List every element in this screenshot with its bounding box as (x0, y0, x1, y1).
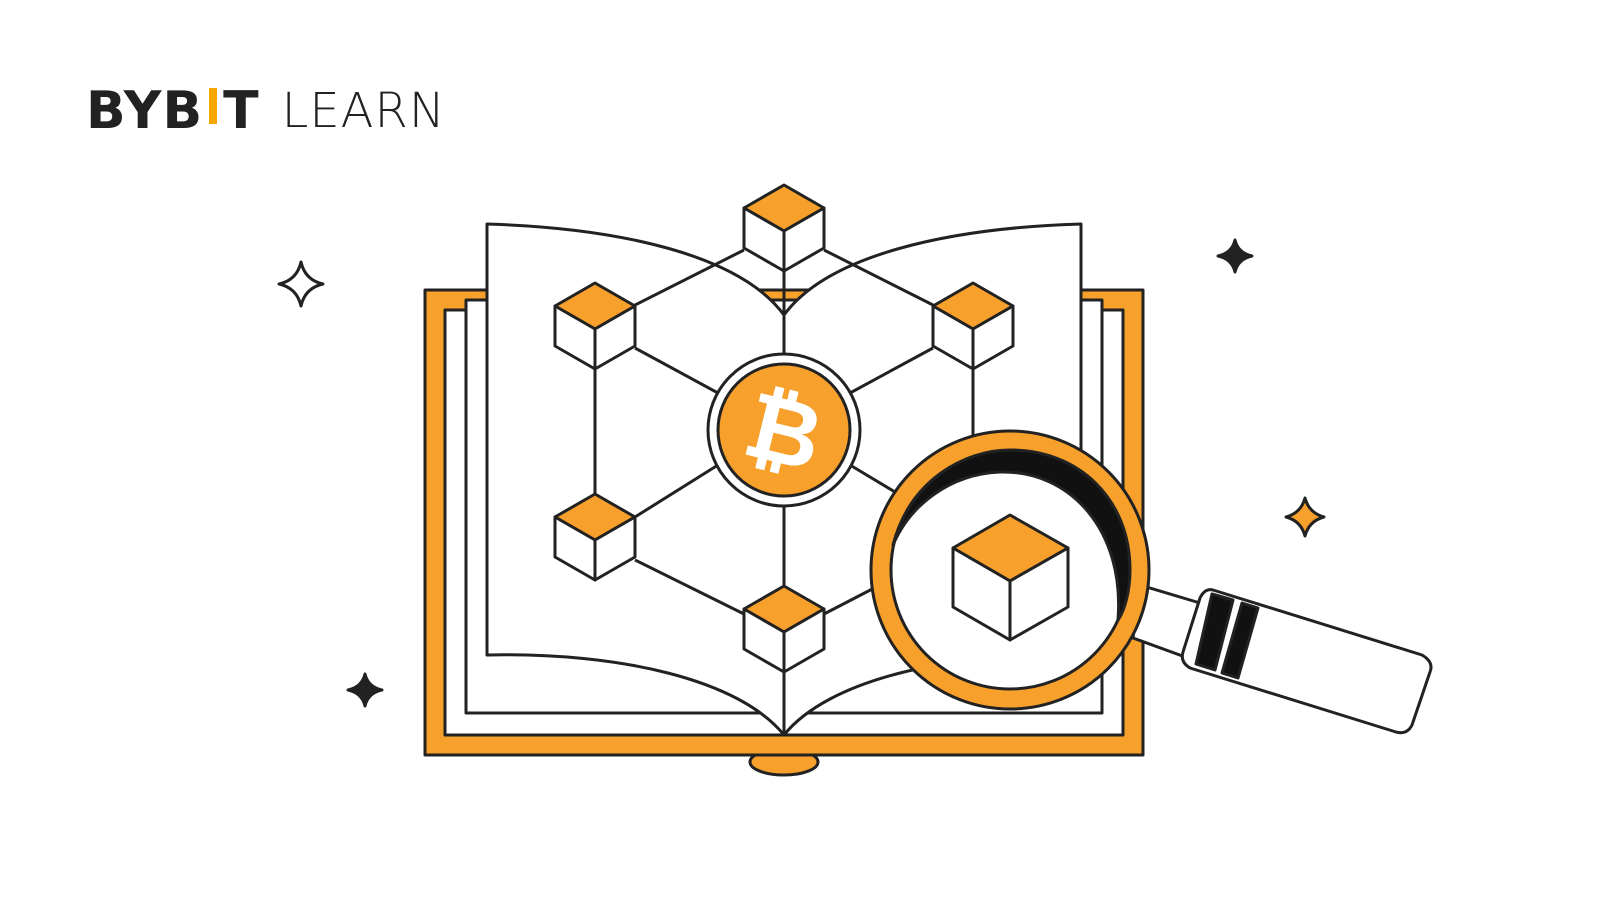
cube-icon (742, 183, 826, 273)
cube-icons (553, 183, 1015, 674)
cube-icon (931, 281, 1015, 371)
magnifying-glass-icon (869, 429, 1433, 735)
star-icon (1216, 238, 1254, 274)
cube-icon (553, 281, 637, 371)
star-icon (346, 672, 384, 708)
logo-product: LEARN (281, 83, 446, 139)
cube-icon (742, 584, 826, 674)
bitcoin-icon: ₿ (706, 352, 862, 508)
blockchain-links (593, 248, 975, 616)
sparkle-stars (277, 238, 1326, 708)
cube-icon (951, 513, 1070, 642)
star-icon (277, 260, 325, 308)
cube-icon (553, 492, 637, 582)
star-icon (1284, 496, 1326, 538)
